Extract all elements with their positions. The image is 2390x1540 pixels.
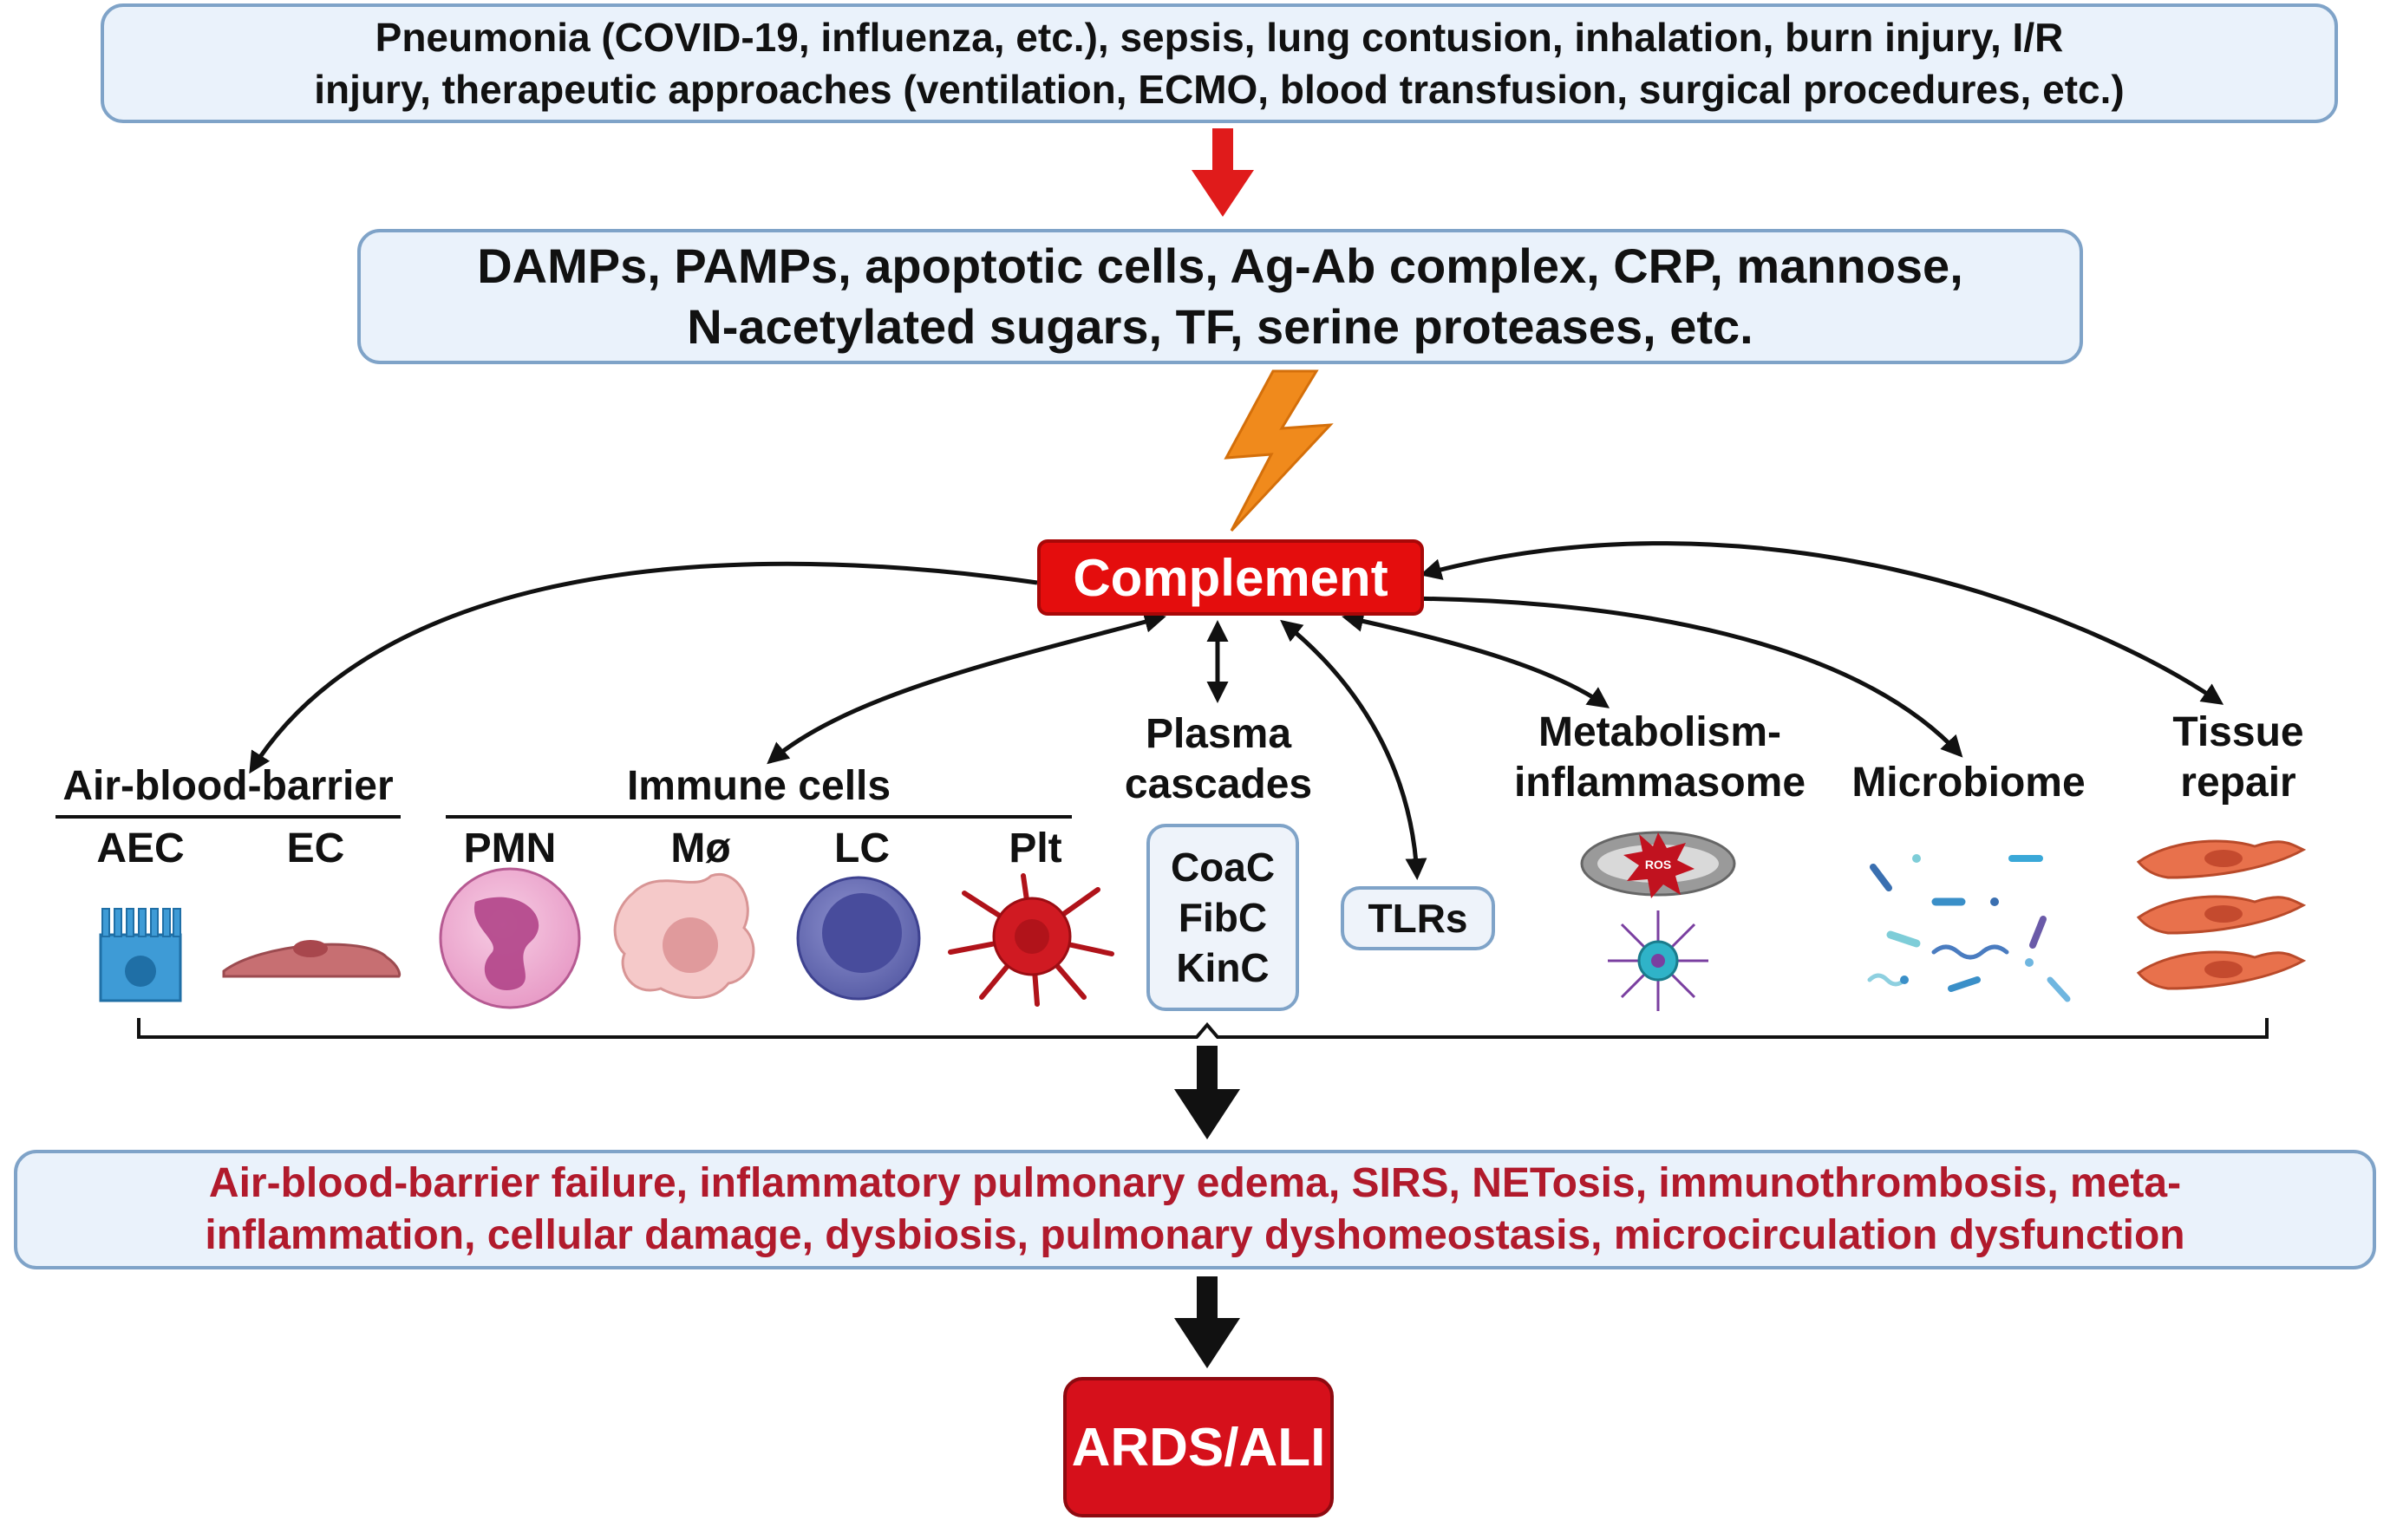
lc-label: LC: [834, 825, 890, 871]
arrow-tlrs: [1280, 619, 1427, 880]
causes-box: Pneumonia (COVID-19, influenza, etc.), s…: [101, 3, 2338, 123]
triggers-box: DAMPs, PAMPs, apoptotic cells, Ag-Ab com…: [357, 229, 2083, 364]
metabolism-line-1: Metabolism-: [1538, 709, 1782, 755]
fibroblast-icon: [2136, 839, 2307, 990]
causes-line-2: injury, therapeutic approaches (ventilat…: [314, 67, 2125, 112]
platelet-cell-icon: [948, 873, 1114, 1007]
triggers-line-2: N-acetylated sugars, TF, serine protease…: [687, 299, 1753, 354]
microbiome-icon: [1867, 854, 2071, 1002]
tissue-repair-label: Tissue repair: [2130, 708, 2347, 808]
red-down-arrow: [1192, 128, 1254, 217]
black-down-arrow-1: [1174, 1046, 1240, 1139]
black-down-arrow-2: [1174, 1276, 1240, 1368]
aec-cell-icon: [99, 908, 182, 1002]
microbiome-label: Microbiome: [1851, 760, 2086, 806]
aec-label: AEC: [96, 825, 185, 871]
lightning-bolt-icon: [1224, 369, 1334, 532]
ards-ali-box: ARDS/ALI: [1063, 1377, 1334, 1517]
outcomes-line-1: Air-blood-barrier failure, inflammatory …: [208, 1160, 2182, 1206]
pmn-label: PMN: [463, 825, 557, 871]
plasma-cascades-line-1: Plasma: [1145, 711, 1292, 757]
inflammasome-icon: [1608, 910, 1708, 1011]
ros-label: ROS: [1645, 858, 1671, 871]
arrow-metabolism: [1342, 610, 1610, 708]
arrow-air-blood-barrier: [249, 561, 1038, 774]
tlrs-box: TLRs: [1341, 886, 1495, 950]
outcomes-box: Air-blood-barrier failure, inflammatory …: [14, 1150, 2376, 1269]
plt-label: Plt: [1009, 825, 1062, 871]
metabolism-label: Metabolism- inflammasome: [1488, 708, 1832, 808]
plasma-cascades-line-2: cascades: [1124, 761, 1313, 807]
ec-cell-icon: [222, 940, 402, 978]
air-blood-barrier-label: Air-blood-barrier: [62, 763, 394, 809]
arrow-immune-cells: [767, 611, 1166, 765]
tissue-repair-line-2: repair: [2180, 760, 2296, 806]
coac-label: CoaC: [1170, 845, 1276, 890]
macrophage-label: Mø: [670, 825, 731, 871]
mitochondrion-icon: ROS: [1580, 831, 1736, 898]
pmn-cell-icon: [439, 867, 581, 1009]
tissue-repair-line-1: Tissue: [2172, 709, 2304, 755]
ec-label: EC: [286, 825, 345, 871]
targets-bracket: [137, 1018, 2269, 1039]
arrow-tissue-repair: [1420, 541, 2224, 705]
connection-arrows: [249, 541, 2224, 880]
kinc-label: KinC: [1176, 945, 1270, 990]
plasma-cascades-box: CoaC FibC KinC: [1146, 824, 1299, 1011]
fibc-label: FibC: [1178, 895, 1268, 940]
immune-cells-label: Immune cells: [626, 763, 891, 809]
outcomes-line-2: inflammation, cellular damage, dysbiosis…: [205, 1212, 2185, 1258]
causes-line-1: Pneumonia (COVID-19, influenza, etc.), s…: [375, 15, 2064, 60]
triggers-line-1: DAMPs, PAMPs, apoptotic cells, Ag-Ab com…: [477, 238, 1963, 293]
lc-cell-icon: [796, 876, 921, 1001]
complement-box: Complement: [1037, 539, 1424, 616]
plasma-cascades-label: Plasma cascades: [1105, 709, 1332, 810]
macrophage-cell-icon: [613, 872, 755, 999]
metabolism-line-2: inflammasome: [1513, 760, 1806, 806]
